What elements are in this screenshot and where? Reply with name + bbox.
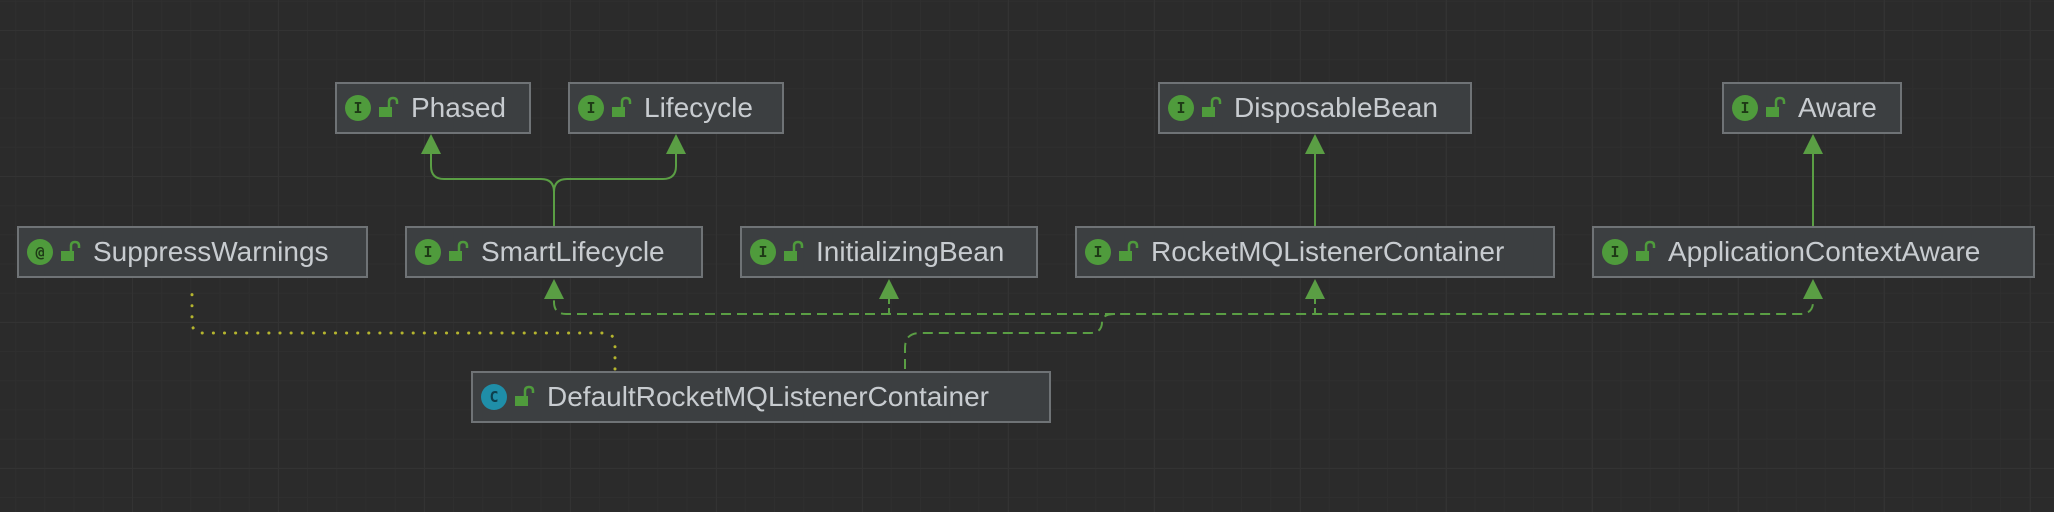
node-aware[interactable]: I Aware [1722,82,1902,134]
arrowhead-lifecycle [666,134,686,154]
edge-default-smartlifecycle [553,298,1115,315]
arrowhead-applicationcontextaware [1803,279,1823,299]
node-initializing-bean[interactable]: I InitializingBean [740,226,1038,278]
edge-smartlifecycle-lifecycle [553,152,677,193]
interface-icon: I [750,239,776,265]
interface-icon: I [345,95,371,121]
node-suppress-warnings[interactable]: @ SuppressWarnings [17,226,368,278]
arrowhead-aware [1803,134,1823,154]
lock-open-icon [1766,96,1786,117]
arrowhead-phased [421,134,441,154]
node-label: DisposableBean [1234,92,1438,123]
node-smart-lifecycle[interactable]: I SmartLifecycle [405,226,703,278]
edge-default-suppresswarnings [190,288,617,371]
node-rocketmq-listener-container[interactable]: I RocketMQListenerContainer [1075,226,1555,278]
node-label: ApplicationContextAware [1668,236,1981,267]
lock-open-icon [612,96,632,117]
node-label: DefaultRocketMQListenerContainer [547,381,989,412]
lock-open-icon [1636,240,1656,261]
lock-open-icon [784,240,804,261]
interface-icon: I [1085,239,1111,265]
interface-icon: I [1602,239,1628,265]
node-disposable-bean[interactable]: I DisposableBean [1158,82,1472,134]
interface-icon: I [578,95,604,121]
arrowhead-initializingbean [879,279,899,299]
interface-icon: I [1168,95,1194,121]
node-label: Phased [411,92,506,123]
node-label: Lifecycle [644,92,753,123]
node-label: InitializingBean [816,236,1005,267]
edge-smartlifecycle-phased [430,152,555,228]
arrowhead-rocketmqlistenercontainer [1305,279,1325,299]
node-phased[interactable]: I Phased [335,82,531,134]
class-icon: C [481,384,507,410]
lock-open-icon [449,240,469,261]
lock-open-icon [61,240,81,261]
arrowhead-disposablebean [1305,134,1325,154]
interface-icon: I [1732,95,1758,121]
interface-icon: I [415,239,441,265]
node-default-rocketmq-listener-container[interactable]: C DefaultRocketMQListenerContainer [471,371,1051,423]
arrowhead-smartlifecycle [544,279,564,299]
lock-open-icon [515,385,535,406]
annotation-icon: @ [27,239,53,265]
lock-open-icon [379,96,399,117]
node-label: Aware [1798,92,1877,123]
node-lifecycle[interactable]: I Lifecycle [568,82,784,134]
node-label: SuppressWarnings [93,236,329,267]
edge-default-implements-bus [904,298,1814,369]
node-label: RocketMQListenerContainer [1151,236,1505,267]
lock-open-icon [1202,96,1222,117]
node-application-context-aware[interactable]: I ApplicationContextAware [1592,226,2035,278]
node-label: SmartLifecycle [481,236,665,267]
lock-open-icon [1119,240,1139,261]
